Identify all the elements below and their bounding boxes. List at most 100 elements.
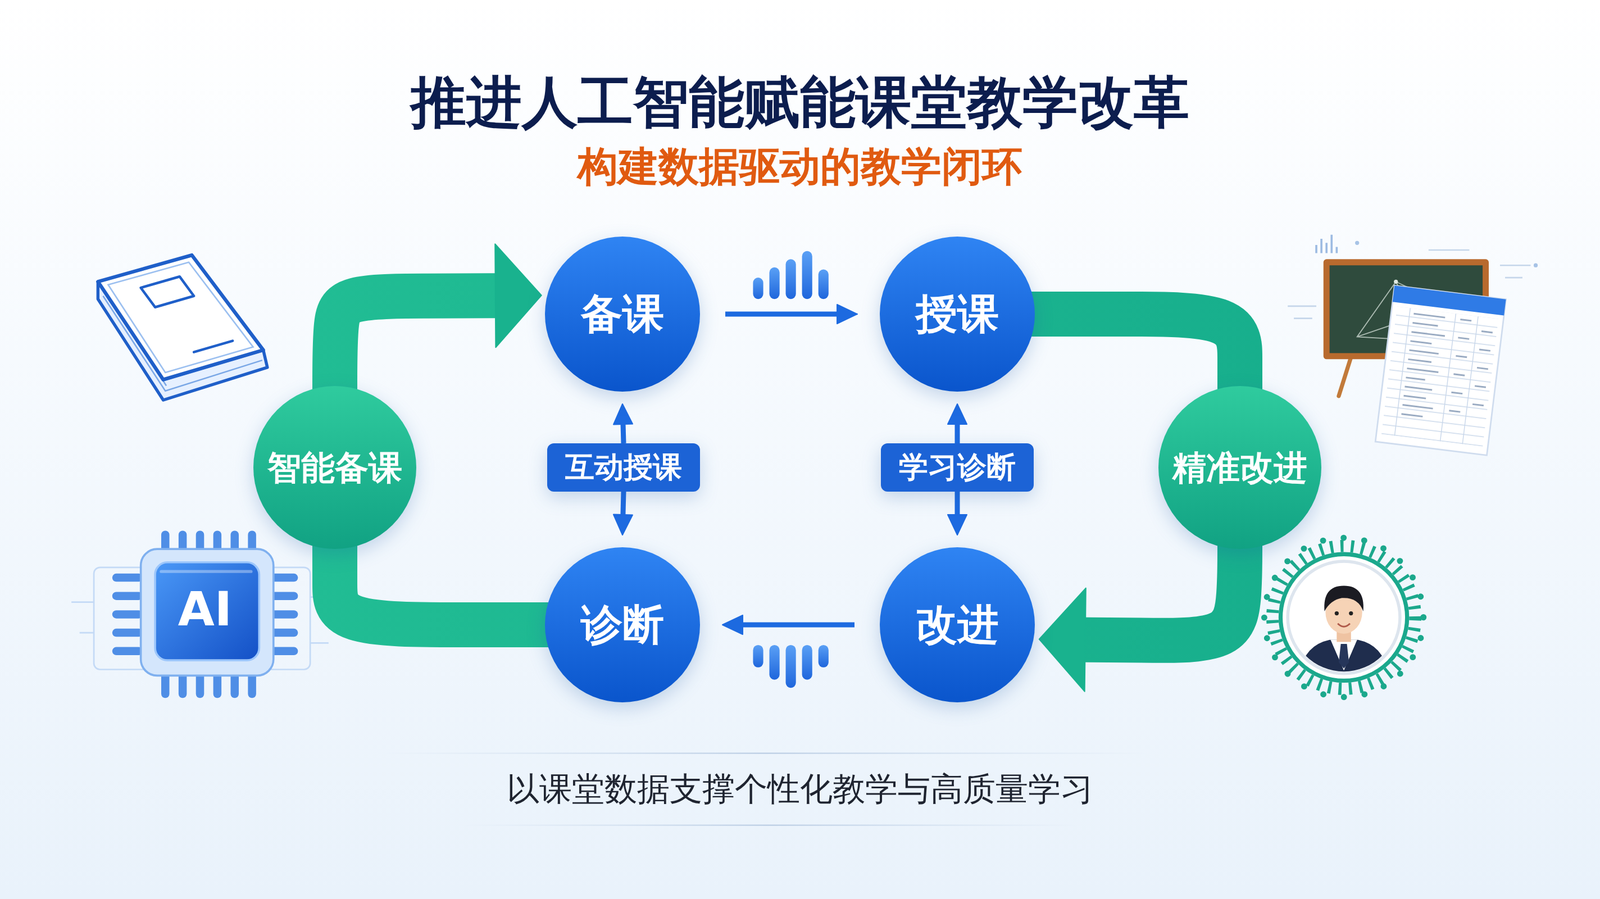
process-circle: 诊断 [544, 547, 700, 703]
book-label [141, 276, 194, 307]
illustrations [71, 234, 1538, 826]
connector-line [739, 622, 855, 628]
node-label: 精准改进 [1172, 448, 1308, 488]
node-rect [547, 443, 700, 492]
avatar-frame [1287, 561, 1400, 674]
arrow-head [494, 243, 542, 348]
avatar-smile [1337, 623, 1350, 627]
bar-icon [752, 277, 763, 299]
avatar-hair [1324, 585, 1364, 612]
caption: 以课堂数据支撑个性化教学与高质量学习 [0, 769, 1600, 809]
chip-pin [112, 628, 143, 638]
bar-icon [818, 269, 829, 300]
bar-icon [818, 644, 829, 668]
bar-icon [802, 644, 813, 680]
node-label: 改进 [915, 600, 999, 649]
chip-body [141, 548, 274, 676]
flow-band [334, 540, 554, 625]
avatar-eye [1334, 611, 1339, 616]
node-label: 备课 [580, 289, 665, 338]
node-circle [1158, 385, 1322, 549]
connector-line [725, 311, 840, 317]
node-rect [880, 443, 1034, 492]
node-label: 智能备课 [267, 448, 403, 488]
report-paper [1375, 285, 1506, 456]
report-columns [1394, 307, 1479, 444]
connector-line [1078, 540, 1240, 641]
arrow-head [1039, 588, 1086, 692]
arrow-head [947, 403, 967, 425]
bar-icon [769, 644, 780, 680]
node-label: 学习诊断 [898, 450, 1016, 485]
book-cover [97, 255, 263, 380]
bar-icon [769, 267, 780, 299]
process-circle: 改进 [879, 547, 1035, 703]
process-circle: 备课 [544, 236, 700, 392]
avatar-jacket [1298, 639, 1389, 681]
node-label: 诊断 [580, 600, 665, 649]
arrow-head [613, 514, 633, 535]
chalk-drawing [1393, 279, 1398, 284]
flow-arrow [947, 491, 967, 535]
report-sheet [1375, 285, 1506, 456]
bar-icon [802, 251, 813, 299]
report-rows [1381, 306, 1499, 447]
avatar-ring [1280, 553, 1407, 681]
avatar-figure [1298, 585, 1389, 681]
flow-band [334, 243, 542, 395]
node-label: 授课 [915, 289, 999, 338]
report-text-marks [1401, 313, 1494, 424]
node-circle [544, 547, 700, 703]
arrow-head [613, 403, 633, 425]
caption-rule [377, 752, 1153, 754]
avatar-eye [1348, 611, 1353, 616]
avatar-shirt [1330, 639, 1357, 671]
avatar-tie [1338, 643, 1349, 669]
flow-arrow [613, 403, 633, 444]
chip-label: AI [148, 580, 262, 638]
flow-arrow [613, 491, 633, 535]
connector-line [1026, 314, 1240, 395]
connector-line [955, 491, 961, 518]
decor-dot [1355, 241, 1359, 245]
avatar-gear-dots [1264, 537, 1424, 697]
book-line [193, 341, 233, 353]
book-inner-border [108, 262, 254, 373]
easel-leg [1338, 357, 1352, 397]
node-circle [253, 385, 417, 549]
chip-pin [112, 591, 143, 600]
flow-arrow [725, 304, 858, 324]
bar-icon [785, 644, 797, 688]
chip-highlight [161, 569, 252, 573]
chip-pin [112, 610, 143, 619]
subtitle: 构建数据驱动的教学闭环 [0, 142, 1600, 191]
student-avatar [1264, 537, 1424, 697]
connector-line [334, 295, 503, 395]
decor-dot [1533, 263, 1538, 268]
chip-pin [112, 647, 143, 656]
arrow-head [722, 615, 743, 635]
node-circle [879, 236, 1035, 392]
node-circle [544, 236, 700, 392]
flow-arrow [947, 403, 967, 444]
arrow-head [837, 304, 858, 324]
label-box: 互动授课 [547, 443, 700, 492]
sparkle-bars [1316, 234, 1337, 254]
chip-pin [112, 573, 143, 583]
process-circle: 智能备课 [253, 385, 417, 549]
node-label: 互动授课 [565, 450, 683, 485]
process-circle: 精准改进 [1158, 385, 1322, 549]
connector-line [623, 491, 624, 518]
node-circle [879, 547, 1035, 703]
caption-rule [458, 824, 1082, 826]
connector-line [334, 540, 554, 625]
arrow-head [947, 514, 967, 535]
bar-icon [785, 258, 797, 299]
flow-band [1039, 540, 1240, 692]
avatar-gear-teeth [1272, 546, 1416, 689]
label-box: 学习诊断 [880, 443, 1034, 492]
flow-arrow [722, 615, 855, 635]
